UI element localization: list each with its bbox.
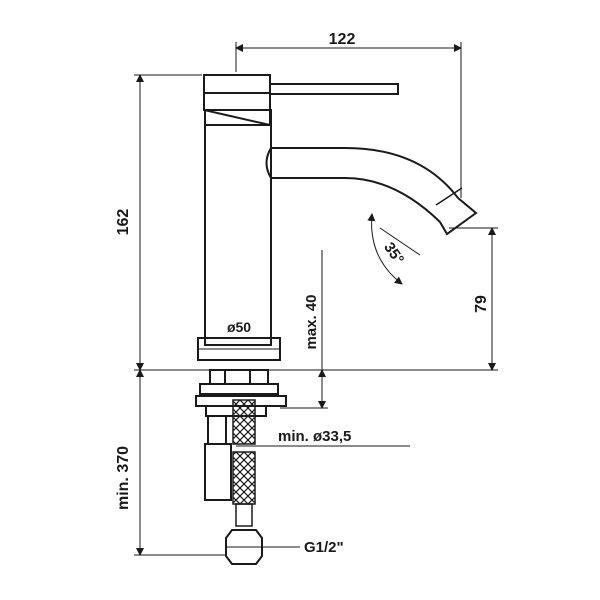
base-flange: [197, 337, 281, 361]
dim-max-deck: max. 40: [303, 294, 320, 349]
spout: [265, 147, 478, 236]
dim-min-hole: min. ø33,5: [278, 428, 351, 445]
faucet-body: [203, 74, 399, 346]
dim-width-top: 122: [329, 31, 356, 48]
dim-connection: G1/2": [304, 539, 344, 556]
dim-base-diameter: ø50: [227, 319, 251, 335]
dim-height-total: 162: [115, 209, 132, 236]
mounting-hardware: [195, 369, 287, 501]
dim-hose-length: min. 370: [115, 446, 132, 510]
flexible-hose: [225, 399, 263, 565]
dim-spout-height: 79: [473, 295, 490, 313]
dimension-lines: [134, 42, 498, 556]
